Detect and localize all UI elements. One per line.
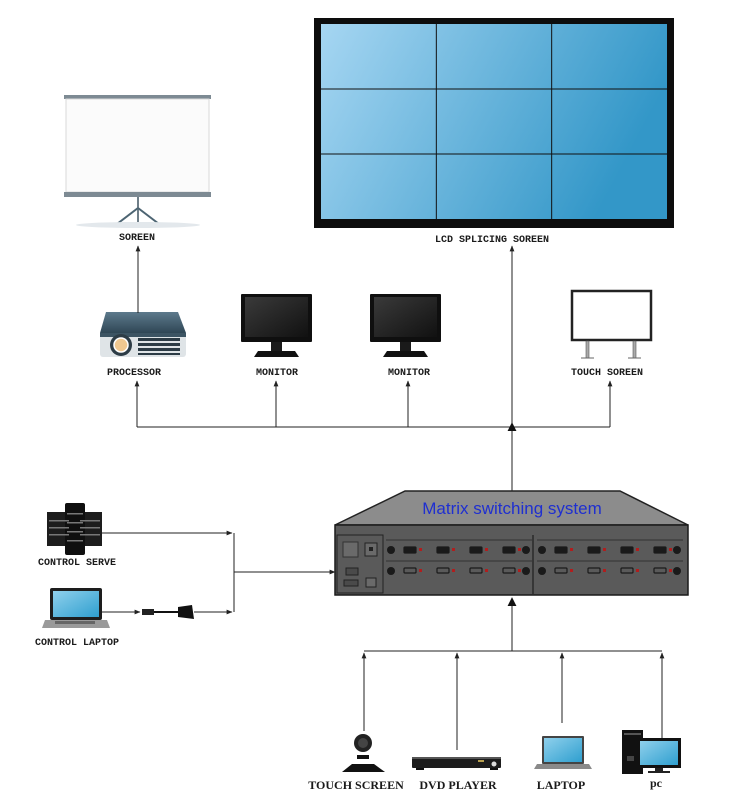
- matrix-input-port: [554, 567, 568, 574]
- usb-cable-icon: [142, 605, 194, 619]
- matrix-port-led: [603, 569, 606, 572]
- monitor-1-icon: [241, 294, 312, 357]
- projection-screen-label: SOREEN: [119, 233, 155, 244]
- matrix-input-port: [436, 567, 450, 574]
- monitor-2-icon: [370, 294, 441, 357]
- control-server-icon: [47, 503, 102, 555]
- matrix-screw: [387, 567, 395, 575]
- matrix-port-led: [636, 569, 639, 572]
- matrix-title: Matrix switching system: [422, 499, 601, 518]
- input-touch-screen-icon: [342, 734, 385, 772]
- matrix-port-led: [419, 548, 422, 551]
- matrix-input-port: [469, 567, 483, 574]
- input-dvd-player-label: DVD PLAYER: [419, 778, 497, 792]
- matrix-input-port: [502, 567, 516, 574]
- matrix-output-port: [502, 546, 516, 554]
- input-pc-label: pc: [650, 776, 663, 790]
- matrix-port-led: [518, 548, 521, 551]
- matrix-port-led: [636, 548, 639, 551]
- matrix-front-panel: [334, 524, 689, 596]
- touch-screen-output-icon: [570, 289, 653, 359]
- input-wiring: [361, 597, 665, 750]
- matrix-output-port: [620, 546, 634, 554]
- projector-icon: [100, 312, 186, 357]
- lcd-grid-lines: [321, 24, 667, 219]
- matrix-output-port: [587, 546, 601, 554]
- matrix-input-port: [653, 567, 667, 574]
- lcd-wall-label: LCD SPLICING SOREEN: [435, 235, 549, 246]
- matrix-port-led: [669, 548, 672, 551]
- input-laptop-label: LAPTOP: [537, 778, 585, 792]
- monitor-1-label: MONITOR: [256, 368, 298, 379]
- matrix-port-bank: [386, 539, 683, 575]
- matrix-screw: [538, 546, 546, 554]
- matrix-output-port: [403, 546, 417, 554]
- input-pc-icon: [622, 730, 681, 774]
- matrix-port-led: [485, 569, 488, 572]
- lcd-screen: [321, 24, 667, 219]
- matrix-output-port: [653, 546, 667, 554]
- control-wiring: [102, 530, 336, 615]
- input-dvd-player-icon: [412, 757, 501, 770]
- matrix-input-port: [620, 567, 634, 574]
- matrix-input-port: [587, 567, 601, 574]
- matrix-port-led: [570, 569, 573, 572]
- monitor-2-label: MONITOR: [388, 368, 430, 379]
- matrix-switcher: [334, 490, 689, 596]
- matrix-output-port: [554, 546, 568, 554]
- control-laptop-label: CONTROL LAPTOP: [35, 638, 119, 649]
- matrix-input-port: [403, 567, 417, 574]
- output-wiring: [134, 245, 613, 497]
- matrix-port-led: [669, 569, 672, 572]
- matrix-screw: [673, 546, 681, 554]
- lcd-splicing-wall: [314, 18, 674, 228]
- matrix-screw: [387, 546, 395, 554]
- matrix-port-led: [485, 548, 488, 551]
- matrix-screw: [673, 567, 681, 575]
- matrix-output-port: [436, 546, 450, 554]
- matrix-port-led: [452, 569, 455, 572]
- projection-screen-icon: [64, 95, 211, 228]
- matrix-screw: [538, 567, 546, 575]
- touch-screen-output-label: TOUCH SOREEN: [571, 368, 643, 379]
- matrix-port-led: [419, 569, 422, 572]
- matrix-screw: [522, 546, 530, 554]
- matrix-port-led: [452, 548, 455, 551]
- matrix-port-led: [570, 548, 573, 551]
- processor-label: PROCESSOR: [107, 368, 161, 379]
- matrix-port-led: [518, 569, 521, 572]
- control-laptop-icon: [42, 588, 110, 628]
- control-server-label: CONTROL SERVE: [38, 558, 116, 569]
- matrix-output-port: [469, 546, 483, 554]
- matrix-port-led: [603, 548, 606, 551]
- input-touch-screen-label: TOUCH SCREEN: [308, 778, 404, 792]
- matrix-screw: [522, 567, 530, 575]
- input-laptop-icon: [534, 736, 592, 769]
